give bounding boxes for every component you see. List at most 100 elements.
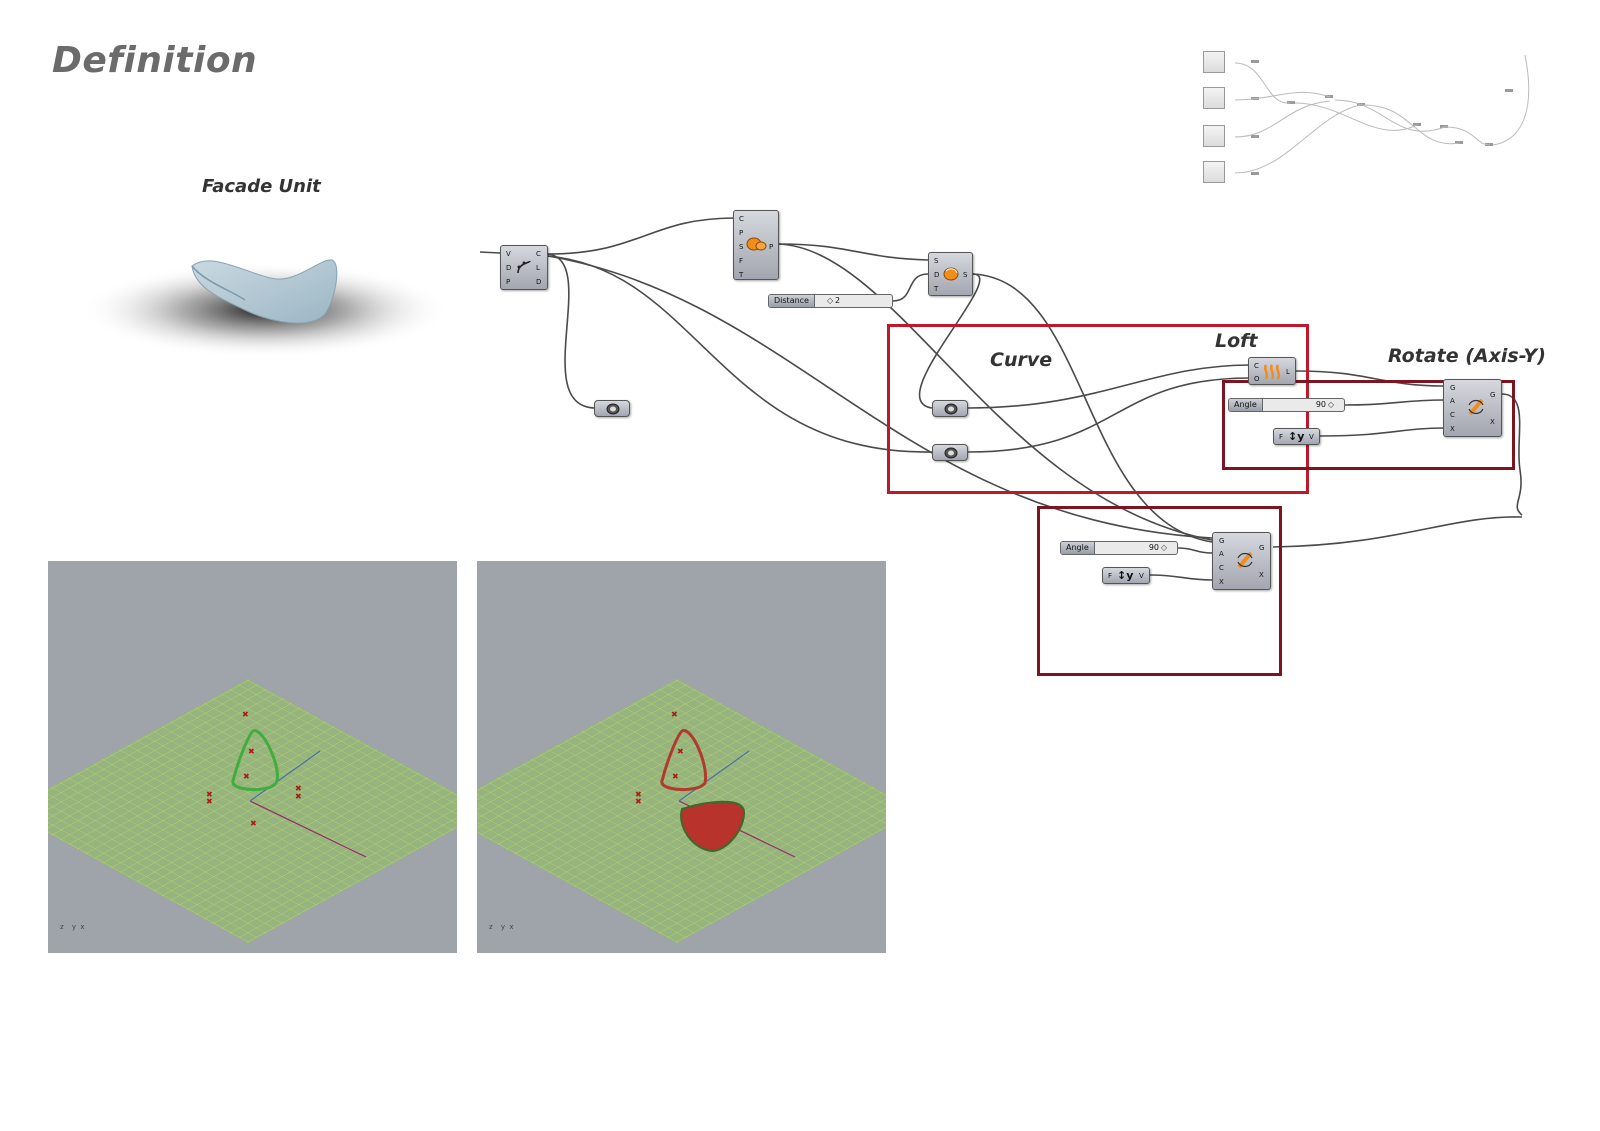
angle-slider-bottom-label: Angle	[1061, 542, 1095, 554]
rotate-bottom-input-c: C	[1219, 564, 1224, 572]
loft-node[interactable]: C O L	[1248, 357, 1296, 385]
divide-input-v: V	[506, 250, 511, 258]
divide-output-d: D	[536, 278, 542, 286]
angle-slider-top-label: Angle	[1229, 399, 1263, 411]
pipe-input-c: C	[739, 215, 744, 223]
rhino-viewport-left[interactable]: ✖✖✖ ✖✖✖ ✖✖ z y x	[48, 561, 457, 953]
rotate-node-bottom[interactable]: G A C X G X	[1212, 532, 1271, 590]
svg-text:✖: ✖	[295, 784, 302, 793]
canvas-overview[interactable]	[1195, 45, 1540, 205]
angle-slider-top[interactable]: Angle 90 ◇	[1228, 398, 1345, 412]
unit-y-bottom-input-f: F	[1108, 572, 1113, 580]
curve-label: Curve	[990, 349, 1053, 371]
unit-y-top-output-v: V	[1309, 433, 1314, 441]
svg-text:✖: ✖	[243, 772, 250, 781]
axis-z-label: z	[60, 923, 64, 931]
slider-knob-icon: ◇	[1160, 543, 1167, 552]
overview-wires	[1234, 54, 1530, 174]
axis-y-label: y	[71, 923, 77, 931]
rotate-node-top[interactable]: G A C X G X	[1443, 379, 1502, 437]
loft-input-o: O	[1254, 375, 1260, 383]
curve-param-node-b[interactable]	[932, 444, 968, 461]
unit-y-node-top[interactable]: F ↕y V	[1273, 428, 1320, 445]
pipe-input-t: T	[739, 271, 744, 279]
pipe-icon	[746, 237, 767, 251]
curve-parameter-icon	[944, 403, 958, 415]
divide-curve-node[interactable]: V D P C L D	[500, 245, 548, 290]
curve-param-node[interactable]	[594, 400, 630, 417]
divide-curve-icon	[517, 260, 531, 274]
rotate-bottom-input-g: G	[1219, 537, 1225, 545]
rotate-icon	[1237, 551, 1253, 569]
divide-input-d: D	[506, 264, 512, 272]
rotate-top-input-a: A	[1450, 397, 1455, 405]
rotate-top-input-g: G	[1450, 384, 1456, 392]
loft-input-c: C	[1254, 362, 1259, 370]
loft-icon	[1263, 364, 1281, 380]
svg-text:✖: ✖	[635, 797, 642, 806]
svg-text:✖: ✖	[295, 792, 302, 801]
unit-y-bottom-output-v: V	[1139, 572, 1144, 580]
offset-input-t: T	[934, 285, 939, 293]
axis-y-label: y	[500, 923, 506, 931]
svg-text:✖: ✖	[677, 747, 684, 756]
rotate-top-output-x: X	[1490, 418, 1495, 426]
slider-knob-icon: ◇	[827, 296, 834, 305]
facade-unit-render	[80, 259, 450, 358]
curve-parameter-icon	[944, 447, 958, 459]
svg-text:✖: ✖	[206, 790, 213, 799]
pipe-input-s: S	[739, 243, 744, 251]
offset-surface-icon	[943, 267, 959, 281]
overview-node	[1203, 161, 1225, 183]
rotate-top-input-c: C	[1450, 411, 1455, 419]
pipe-node[interactable]: C P S F T P	[733, 210, 779, 280]
rotate-bottom-input-a: A	[1219, 550, 1224, 558]
svg-text:✖: ✖	[248, 747, 255, 756]
divide-input-p: P	[506, 278, 511, 286]
rotate-icon	[1468, 398, 1484, 416]
axis-indicator: z y x	[489, 923, 513, 931]
viewport-left-scene: ✖✖✖ ✖✖✖ ✖✖	[48, 678, 457, 944]
page-title: Definition	[52, 40, 258, 81]
overview-node	[1203, 125, 1225, 147]
offset-surface-node[interactable]: S D T S	[928, 252, 973, 296]
svg-text:✖: ✖	[672, 772, 679, 781]
curve-parameter-icon	[606, 403, 620, 415]
pipe-input-f: F	[739, 257, 744, 265]
svg-text:✖: ✖	[671, 710, 678, 719]
overview-node	[1203, 51, 1225, 73]
rotate-bottom-output-x: X	[1259, 571, 1264, 579]
axis-indicator: z y x	[60, 923, 84, 931]
rotate-top-output-g: G	[1490, 391, 1496, 399]
offset-input-d: D	[934, 271, 940, 279]
divide-output-c: C	[536, 250, 541, 258]
unit-y-node-bottom[interactable]: F ↕y V	[1102, 567, 1150, 584]
curve-param-node-a[interactable]	[932, 400, 968, 417]
svg-text:✖: ✖	[242, 710, 249, 719]
distance-slider[interactable]: Distance ◇ 2	[768, 294, 893, 308]
axis-x-label: x	[80, 923, 85, 931]
rotate-bottom-output-g: G	[1259, 544, 1265, 552]
unit-y-icon: ↕y	[1117, 569, 1134, 582]
offset-output-s: S	[963, 271, 968, 279]
rotate-top-group[interactable]	[1222, 380, 1515, 470]
angle-slider-bottom[interactable]: Angle 90 ◇	[1060, 541, 1178, 555]
pipe-output-p: P	[769, 243, 774, 251]
loft-label: Loft	[1215, 330, 1258, 352]
slider-knob-icon: ◇	[1327, 400, 1334, 409]
rhino-viewport-right[interactable]: ✖✖✖ ✖✖ z y x	[477, 561, 886, 953]
viewport-right-scene: ✖✖✖ ✖✖	[477, 678, 886, 944]
svg-text:✖: ✖	[250, 819, 257, 828]
rotate-bottom-group[interactable]	[1037, 506, 1282, 676]
axis-z-label: z	[489, 923, 493, 931]
distance-slider-label: Distance	[769, 295, 815, 307]
distance-slider-value: 2	[835, 296, 841, 305]
svg-text:✖: ✖	[635, 790, 642, 799]
divide-output-l: L	[536, 264, 540, 272]
svg-text:✖: ✖	[206, 797, 213, 806]
pipe-input-p: P	[739, 229, 744, 237]
facade-unit-label: Facade Unit	[202, 176, 321, 197]
angle-slider-bottom-value: 90	[1148, 543, 1159, 552]
axis-x-label: x	[509, 923, 514, 931]
